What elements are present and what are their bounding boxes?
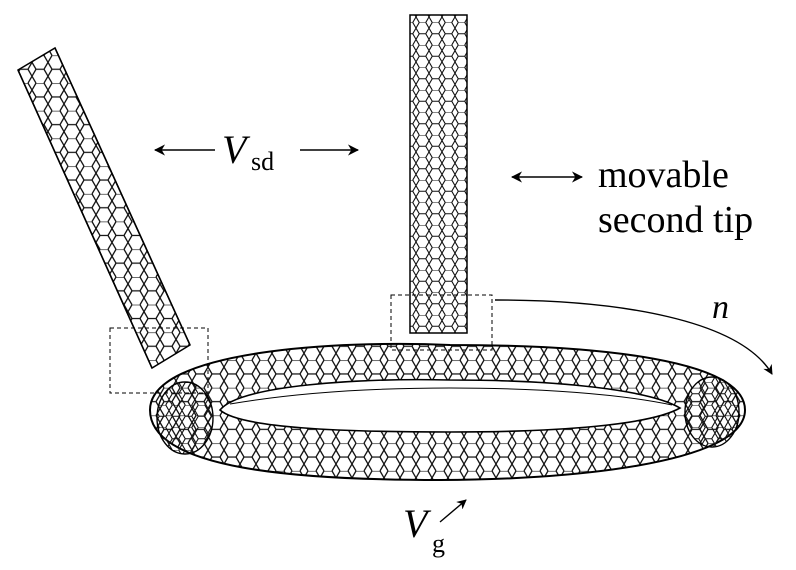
movable-label-line1: movable [598,154,729,196]
left-nanotube [17,46,191,370]
vsd-label-main: V [222,127,251,172]
nanotube-torus [148,342,747,482]
vg-label-main: V [403,501,432,546]
vg-label-sub: g [432,529,445,558]
movable-nanotube [409,14,468,334]
movable-label-line2: second tip [598,199,753,241]
n-curved-arrow [494,299,773,375]
vsd-label-sub: sd [251,147,274,176]
vg-arrow [439,499,467,523]
n-label: n [712,289,729,326]
